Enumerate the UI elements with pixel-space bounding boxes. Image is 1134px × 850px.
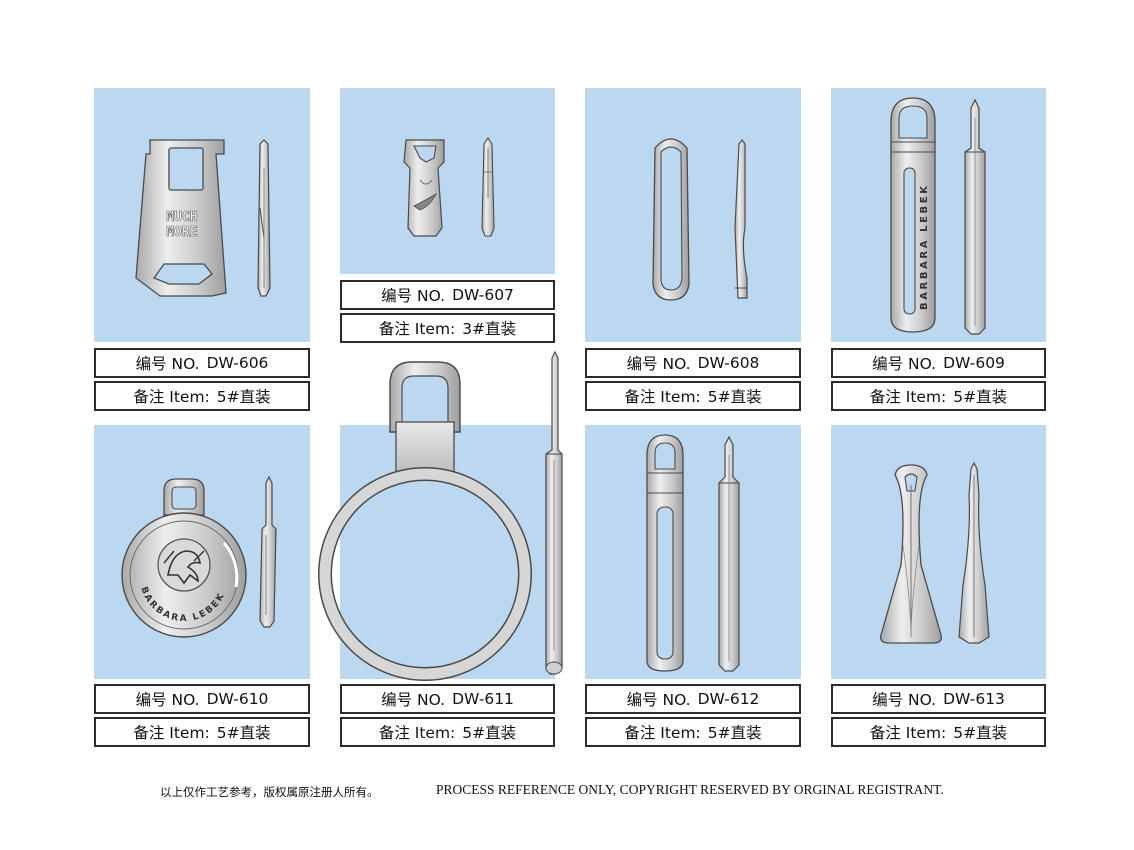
item-code-label-dw-612: 编号 NO. DW-612 — [585, 684, 801, 714]
item-code: DW-610 — [206, 690, 269, 708]
item-code-label-dw-611: 编号 NO. DW-611 — [340, 684, 555, 714]
zipper-puller-dw-607-illustration — [403, 137, 495, 237]
note-prefix: 备注 Item: — [133, 724, 210, 742]
code-prefix: 编号 NO. — [626, 691, 691, 709]
item-code: DW-611 — [452, 690, 514, 708]
item-code-label-dw-606: 编号 NO. DW-606 — [94, 348, 310, 378]
item-code: DW-606 — [206, 354, 269, 372]
code-prefix: 编号 NO. — [626, 355, 691, 373]
note-prefix: 备注 Item: — [869, 724, 947, 742]
note-prefix: 备注 Item: — [378, 320, 456, 338]
item-code: DW-608 — [697, 354, 760, 372]
zipper-puller-dw-609-illustration: BARBARA LEBEK — [890, 97, 986, 335]
item-note: 5#直装 — [707, 388, 762, 406]
note-prefix: 备注 Item: — [869, 388, 947, 406]
code-prefix: 编号 NO. — [135, 691, 200, 709]
zipper-puller-dw-612-illustration — [646, 434, 740, 672]
zipper-puller-dw-613-illustration — [880, 461, 990, 644]
code-prefix: 编号 NO. — [381, 691, 446, 709]
product-panel-dw-612 — [585, 425, 801, 679]
item-code-label-dw-609: 编号 NO. DW-609 — [831, 348, 1046, 378]
item-note: 5#直装 — [216, 724, 271, 742]
zipper-puller-dw-606-illustration: MUCH MORE — [135, 139, 271, 297]
code-prefix: 编号 NO. — [381, 287, 446, 305]
item-note-label-dw-608: 备注 Item: 5#直装 — [585, 381, 801, 411]
item-code-label-dw-608: 编号 NO. DW-608 — [585, 348, 801, 378]
item-note-label-dw-609: 备注 Item: 5#直装 — [831, 381, 1046, 411]
engraving-much: MUCH — [166, 210, 197, 225]
engraving-barbara-lebek: BARBARA LEBEK — [919, 183, 930, 310]
code-prefix: 编号 NO. — [872, 691, 937, 709]
item-code: DW-612 — [697, 690, 760, 708]
product-panel-dw-608 — [585, 88, 801, 342]
item-note: 5#直装 — [953, 388, 1008, 406]
code-prefix: 编号 NO. — [135, 355, 200, 373]
zipper-puller-dw-611-illustration — [318, 350, 563, 681]
item-code: DW-607 — [452, 286, 514, 304]
item-note-label-dw-611: 备注 Item: 5#直装 — [340, 717, 555, 747]
zipper-puller-dw-608-illustration — [652, 138, 748, 301]
item-note: 5#直装 — [953, 724, 1008, 742]
product-panel-dw-607 — [340, 88, 555, 274]
item-note: 3#直装 — [462, 320, 517, 338]
footer-disclaimer-en: PROCESS REFERENCE ONLY, COPYRIGHT RESERV… — [436, 782, 944, 797]
product-panel-dw-609 — [831, 88, 1046, 342]
note-prefix: 备注 Item: — [378, 724, 456, 742]
item-code-label-dw-607: 编号 NO. DW-607 — [340, 280, 555, 310]
code-prefix: 编号 NO. — [872, 355, 937, 373]
item-note: 5#直装 — [707, 724, 762, 742]
engraving-more: MORE — [166, 225, 197, 240]
item-note: 5#直装 — [216, 388, 271, 406]
item-note-label-dw-607: 备注 Item: 3#直装 — [340, 313, 555, 343]
item-note-label-dw-612: 备注 Item: 5#直装 — [585, 717, 801, 747]
note-prefix: 备注 Item: — [624, 724, 701, 742]
item-code-label-dw-610: 编号 NO. DW-610 — [94, 684, 310, 714]
item-note: 5#直装 — [462, 724, 517, 742]
item-note-label-dw-606: 备注 Item: 5#直装 — [94, 381, 310, 411]
item-code-label-dw-613: 编号 NO. DW-613 — [831, 684, 1046, 714]
zipper-puller-dw-610-illustration: BARBARA LEBEK — [121, 475, 277, 638]
item-code: DW-609 — [943, 354, 1005, 372]
item-note-label-dw-613: 备注 Item: 5#直装 — [831, 717, 1046, 747]
item-code: DW-613 — [943, 690, 1005, 708]
footer-disclaimer-cn: 以上仅作工艺参考，版权属原注册人所有。 — [160, 785, 379, 799]
note-prefix: 备注 Item: — [133, 388, 210, 406]
item-note-label-dw-610: 备注 Item: 5#直装 — [94, 717, 310, 747]
note-prefix: 备注 Item: — [624, 388, 701, 406]
